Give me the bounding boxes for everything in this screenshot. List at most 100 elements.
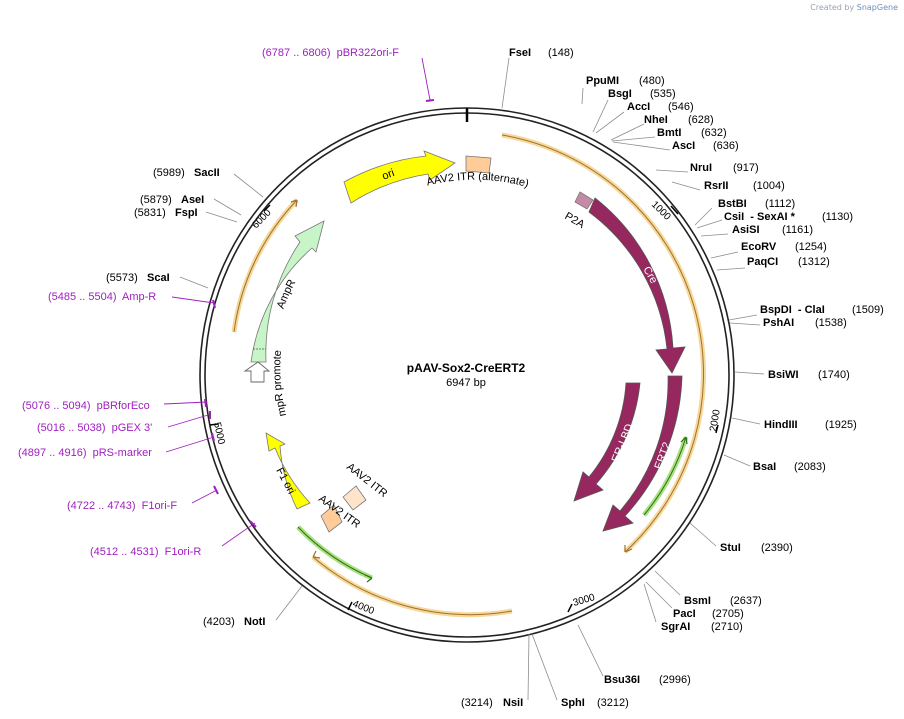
- aav2-itr-feature-1: [320, 504, 343, 533]
- site-position: (3212): [597, 697, 629, 709]
- site-name: BsmI: [684, 595, 711, 607]
- site-name: NotI: [244, 616, 265, 628]
- primer-prs-marker: (4897 .. 4916) pRS-marker: [18, 447, 152, 459]
- site-position: (1925): [825, 419, 857, 431]
- site-name: SphI: [561, 697, 585, 709]
- site-stui: StuI (2390): [720, 542, 793, 554]
- site-ecorv: EcoRV (1254): [741, 241, 827, 253]
- site-position: (632): [701, 127, 727, 139]
- site-position: (148): [548, 47, 574, 59]
- site-bsu36i: Bsu36I (2996): [604, 674, 691, 686]
- site-bsgi: BsgI (535): [608, 88, 676, 100]
- site-name: CsiI - SexAI *: [724, 211, 796, 223]
- ampr-feature-arrow: [250, 220, 325, 363]
- site-position: (3214): [461, 697, 493, 709]
- site-csii-sexai: CsiI - SexAI * (1130): [724, 211, 853, 223]
- credit-prefix: Created by: [810, 3, 855, 12]
- primer-amp-r: (5485 .. 5504) Amp-R: [48, 291, 156, 303]
- site-asci: AscI (636): [672, 140, 739, 152]
- site-position: (4203): [203, 616, 235, 628]
- f1-ori-feature-label: F1 ori: [273, 466, 297, 496]
- site-nsii: NsiI (3214): [461, 697, 523, 709]
- site-position: (1509): [852, 304, 884, 316]
- tick-label-5000: 5000: [211, 421, 226, 445]
- site-name: PaqCI: [747, 256, 778, 268]
- f1-ori-feature-arrow: [265, 432, 311, 510]
- site-name: PshAI: [763, 317, 794, 329]
- site-name: StuI: [720, 542, 741, 554]
- primer-f1ori-f: (4722 .. 4743) F1ori-F: [67, 500, 177, 512]
- site-asei: AseI (5879): [140, 194, 204, 206]
- p2a-label: P2A: [563, 210, 588, 231]
- site-name: ScaI: [147, 272, 170, 284]
- site-name: BsgI: [608, 88, 632, 100]
- site-position: (5573): [106, 272, 138, 284]
- plasmid-name: pAAV-Sox2-CreERT2: [407, 361, 526, 375]
- plasmid-size: 6947 bp: [446, 377, 486, 389]
- feature-tracks: [231, 132, 706, 618]
- site-name: FseI: [509, 47, 531, 59]
- site-name: EcoRV: [741, 241, 777, 253]
- site-bsmi: BsmI (2637): [684, 595, 762, 607]
- site-position: (5831): [134, 207, 166, 219]
- site-name: HindIII: [764, 419, 798, 431]
- site-fspi: FspI (5831): [134, 207, 198, 219]
- aav2-itr-alternate-feature: [465, 155, 492, 174]
- site-name: BmtI: [657, 127, 681, 139]
- site-rsrii: RsrII (1004): [704, 180, 785, 192]
- tick-label-1000: 1000: [649, 199, 673, 223]
- site-name: NheI: [644, 114, 668, 126]
- site-name: NruI: [690, 162, 712, 174]
- site-sgrai: SgrAI (2710): [661, 621, 743, 633]
- site-name: SacII: [194, 167, 220, 179]
- tick-label-4000: 4000: [351, 599, 376, 618]
- site-scai: ScaI (5573): [106, 272, 170, 284]
- track-green-right: [643, 436, 687, 516]
- primer-pbrforeco: (5076 .. 5094) pBRforEco: [22, 400, 150, 412]
- site-position: (2390): [761, 542, 793, 554]
- site-name: AscI: [672, 140, 695, 152]
- ert2-feature-label: ERT2: [653, 441, 674, 471]
- ert2-feature-arrow: [602, 375, 683, 532]
- site-position: (480): [639, 75, 665, 87]
- site-pshai: PshAI (1538): [763, 317, 847, 329]
- site-bspdi-clai: BspDI - ClaI (1509): [760, 304, 884, 316]
- site-name: BsaI: [753, 461, 776, 473]
- tick-label-3000: 3000: [572, 592, 597, 609]
- site-bmti: BmtI (632): [657, 127, 727, 139]
- site-nrui: NruI (917): [690, 162, 759, 174]
- ampr-feature-label: AmpR: [275, 278, 298, 311]
- site-position: (5989): [153, 167, 185, 179]
- site-bsiwi: BsiWI (1740): [768, 369, 850, 381]
- er-lbd-feature-arrow: [573, 382, 641, 502]
- site-name: Bsu36I: [604, 674, 640, 686]
- site-name: BsiWI: [768, 369, 799, 381]
- site-fsei: FseI (148): [509, 47, 574, 59]
- track-orange-bottom: [312, 556, 513, 616]
- site-bstbi: BstBI (1112): [718, 198, 795, 210]
- aav2-itr-feature-2: [342, 485, 367, 511]
- track-green-bottom-halo: [296, 525, 373, 581]
- track-orange-right: [501, 134, 704, 553]
- site-position: (917): [733, 162, 759, 174]
- site-position: (1740): [818, 369, 850, 381]
- p2a-feature: [574, 191, 594, 210]
- site-position: (5879): [140, 194, 172, 206]
- ampr-promoter-arrow: [243, 361, 271, 383]
- site-name: PpuMI: [586, 75, 619, 87]
- site-position: (628): [688, 114, 714, 126]
- backbone-inner-circle: [204, 112, 730, 638]
- site-position: (2705): [712, 608, 744, 620]
- snapgene-brand: SnapGene: [856, 3, 898, 12]
- site-position: (1112): [765, 198, 795, 210]
- site-position: (2083): [794, 461, 826, 473]
- site-name: AccI: [627, 101, 650, 113]
- site-bsai: BsaI (2083): [753, 461, 826, 473]
- primer-pgex-3: (5016 .. 5038) pGEX 3': [37, 422, 152, 434]
- site-position: (546): [668, 101, 694, 113]
- primer-f1ori-r: (4512 .. 4531) F1ori-R: [90, 546, 201, 558]
- tick-label-2000: 2000: [708, 408, 723, 432]
- tick-label-6000: 6000: [250, 207, 274, 231]
- site-name: BstBI: [718, 198, 747, 210]
- site-name: NsiI: [503, 697, 523, 709]
